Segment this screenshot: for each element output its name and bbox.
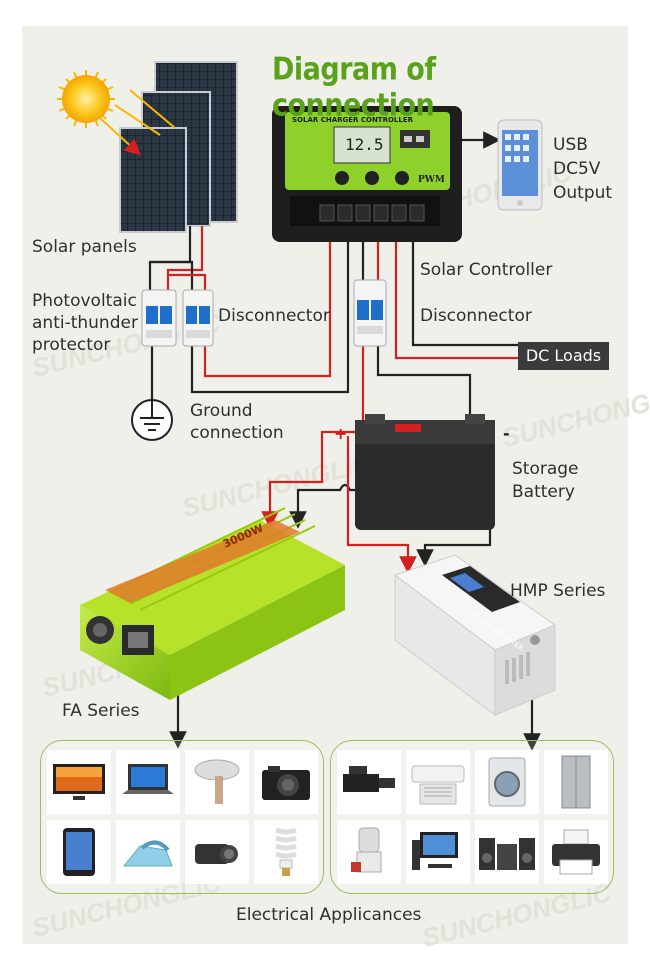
label-disconnector-right: Disconnector bbox=[420, 306, 532, 326]
label-dc-loads: DC Loads bbox=[518, 342, 609, 370]
air-conditioner-icon bbox=[406, 750, 470, 814]
label-ground-2: connection bbox=[190, 423, 284, 443]
label-disconnector-left: Disconnector bbox=[218, 306, 330, 326]
label-positive: + bbox=[334, 424, 348, 443]
light-bulb-icon bbox=[254, 820, 318, 884]
label-ground-1: Ground bbox=[190, 401, 253, 421]
label-solar-controller: Solar Controller bbox=[420, 260, 553, 280]
label-pv-protector-3: protector bbox=[32, 335, 111, 355]
label-usb-2: DC5V bbox=[553, 159, 601, 179]
solar-panels bbox=[99, 61, 238, 233]
juicer-icon bbox=[337, 820, 401, 884]
washing-machine-icon bbox=[475, 750, 539, 814]
disconnector-left-breaker bbox=[182, 289, 214, 347]
stereo-icon bbox=[475, 820, 539, 884]
phone-icon bbox=[497, 119, 543, 211]
tablet-icon bbox=[47, 820, 111, 884]
disconnector-right-breaker bbox=[353, 279, 387, 347]
ground-icon bbox=[131, 399, 173, 441]
label-solar-panels: Solar panels bbox=[32, 237, 137, 257]
page-title: Diagram of connection bbox=[272, 52, 436, 124]
desktop-computer-icon bbox=[406, 820, 470, 884]
laptop-icon bbox=[116, 750, 180, 814]
hmp-inverter: POWER INVERTER bbox=[393, 554, 557, 716]
fa-inverter: 3000W bbox=[80, 507, 345, 700]
refrigerator-icon bbox=[544, 750, 608, 814]
controller-header: SOLAR CHARGER CONTROLLER bbox=[292, 116, 414, 124]
iron-icon bbox=[116, 820, 180, 884]
camera-icon bbox=[254, 750, 318, 814]
label-fa-series: FA Series bbox=[62, 701, 140, 721]
label-negative: - bbox=[503, 424, 510, 443]
hair-dryer-icon bbox=[185, 750, 249, 814]
label-usb-1: USB bbox=[553, 135, 588, 155]
label-pv-protector-2: anti-thunder bbox=[32, 313, 138, 333]
label-usb-3: Output bbox=[553, 183, 613, 203]
label-pv-protector-1: Photovoltaic bbox=[32, 291, 137, 311]
printer-icon bbox=[544, 820, 608, 884]
label-storage-1: Storage bbox=[512, 459, 579, 479]
camcorder-icon bbox=[185, 820, 249, 884]
controller-pwm: PWM bbox=[418, 175, 445, 185]
label-storage-2: Battery bbox=[512, 482, 575, 502]
label-electrical-appliances: Electrical Applicances bbox=[236, 905, 422, 925]
pv-protector-breaker bbox=[141, 289, 177, 347]
sun-icon bbox=[57, 70, 115, 128]
video-camera-icon bbox=[337, 750, 401, 814]
solar-controller: SOLAR CHARGER CONTROLLER 12.5 PWM bbox=[272, 106, 462, 242]
controller-display: 12.5 bbox=[345, 135, 384, 154]
label-hmp-series: HMP Series bbox=[510, 581, 606, 601]
tv-icon bbox=[47, 750, 111, 814]
storage-battery bbox=[355, 414, 495, 530]
